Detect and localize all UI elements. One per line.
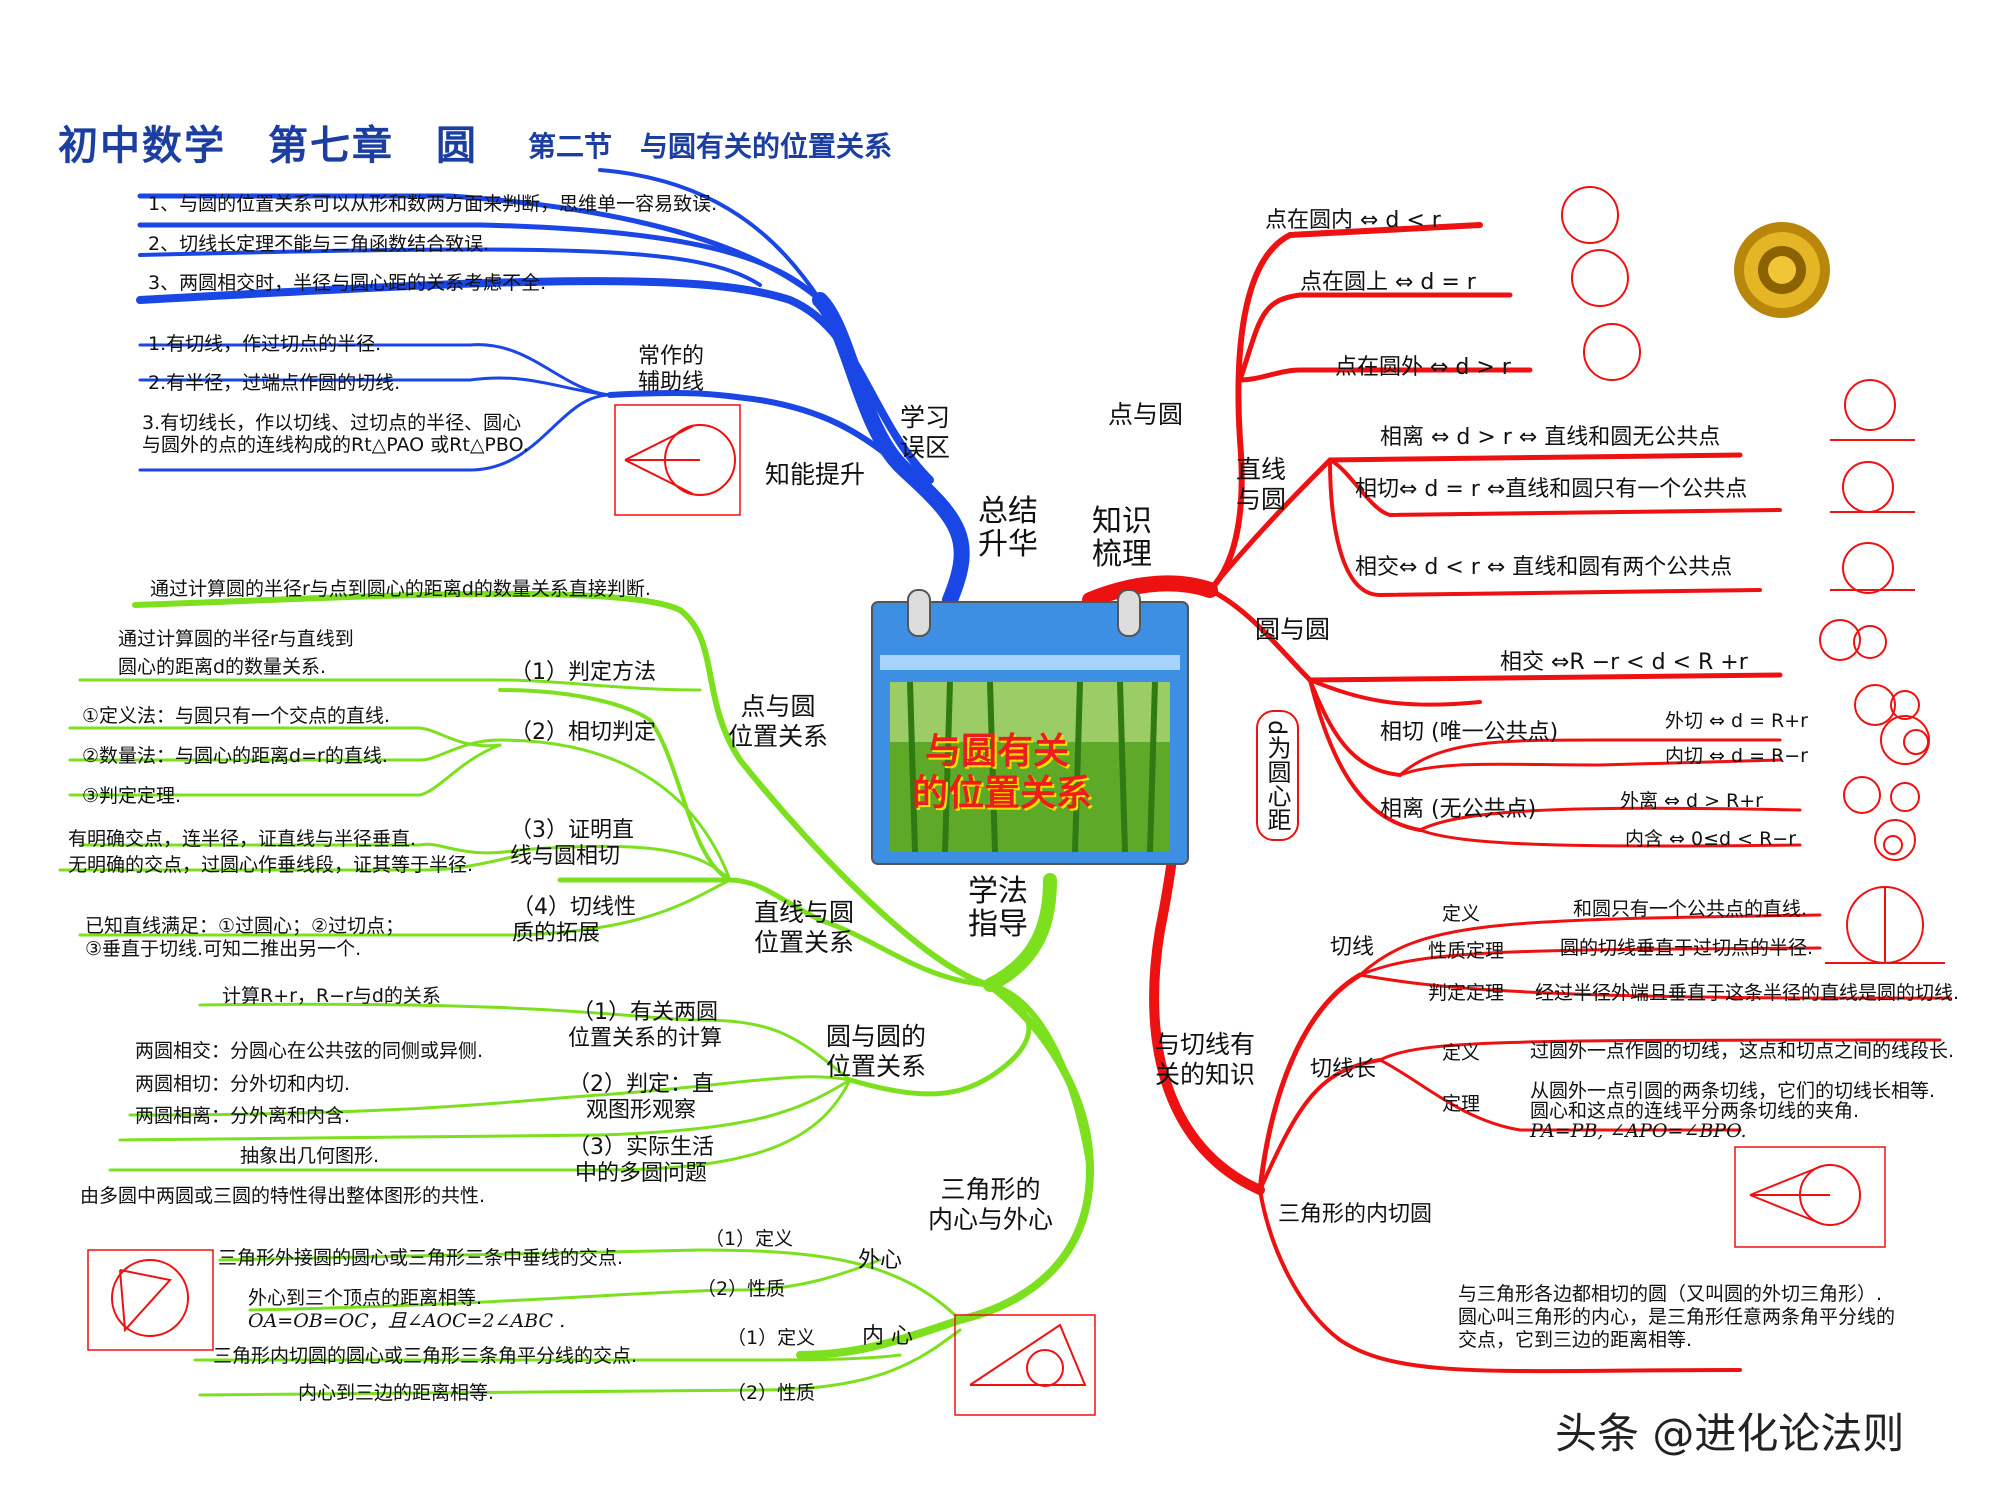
hub-summary: 总结 升华 <box>978 494 1038 562</box>
red-tangent: 切线 <box>1330 935 1375 960</box>
blue-branch <box>136 168 970 608</box>
green-m3-text-1: 有明确交点，连半径，证直线与半径垂直. <box>68 828 417 850</box>
blue-aux-label: 常作的 辅助线 <box>638 344 705 396</box>
green-i1-text: 三角形内切圆的圆心或三角形三条角平分线的交点. <box>213 1345 638 1367</box>
green-m2-text-2: ②数量法：与圆心的距离d=r的直线. <box>82 745 388 767</box>
blue-aux-2: 2.有半径，过端点作圆的切线. <box>148 372 401 394</box>
green-o1-text: 三角形外接圆的圆心或三角形三条中垂线的交点. <box>218 1247 624 1269</box>
green-m4-text-2: ③垂直于切线.可知二推出另一个. <box>85 938 362 960</box>
red-point-1: 点在圆内 ⇔ d < r <box>1265 208 1441 233</box>
red-cc-separate: 相离 (无公共点) <box>1380 797 1537 822</box>
green-o2-text-2: OA=OB=OC，且∠AOC=2∠ABC . <box>248 1310 566 1332</box>
red-cc-internal-tangent: 内切 ⇔ d = R−r <box>1665 745 1808 767</box>
red-tangent-prop-label: 性质定理 <box>1428 940 1505 962</box>
green-inner: 内 心 <box>862 1324 913 1349</box>
green-c2-text-1: 两圆相交：分圆心在公共弦的同侧或异侧. <box>135 1040 484 1062</box>
red-tlen-def-label: 定义 <box>1442 1042 1481 1064</box>
green-m3-text-2: 无明确的交点，过圆心作垂线段，证其等于半径. <box>68 854 474 876</box>
green-branch <box>58 590 1095 1397</box>
green-c1-text: 计算R+r，R−r与d的关系 <box>222 985 441 1007</box>
blue-mistake-1: 1、与圆的位置关系可以从形和数两方面来判断，思维单一容易致误. <box>148 193 718 215</box>
red-point-2: 点在圆上 ⇔ d = r <box>1300 270 1476 295</box>
red-branch <box>1082 222 1952 1374</box>
red-line-3: 相交⇔ d < r ⇔ 直线和圆有两个公共点 <box>1355 555 1733 580</box>
red-tangent-judge: 经过半径外端且垂直于这条半径的直线是圆的切线. <box>1535 982 1960 1004</box>
green-m1-text-1: 通过计算圆的半径r与直线到 <box>118 628 354 650</box>
page-title: 初中数学 第七章 圆 <box>58 123 478 169</box>
green-pc-text: 通过计算圆的半径r与点到圆心的距离d的数量关系直接判断. <box>150 578 651 600</box>
center-calendar <box>871 589 1189 865</box>
geometry-figures <box>87 186 1945 1416</box>
red-tangent-def-label: 定义 <box>1442 903 1481 925</box>
red-point-3: 点在圆外 ⇔ d > r <box>1335 355 1511 380</box>
green-c2: （2）判定：直 观图形观察 <box>568 1072 714 1124</box>
red-line-2: 相切⇔ d = r ⇔直线和圆只有一个公共点 <box>1355 477 1748 502</box>
red-tlen: 切线长 <box>1310 1057 1377 1082</box>
green-m1: （1）判定方法 <box>510 660 656 685</box>
hub-review: 知识 梳理 <box>1092 504 1152 572</box>
red-tangent-label: 与切线有 关的知识 <box>1155 1030 1256 1089</box>
blue-improve-label: 知能提升 <box>765 460 866 489</box>
green-pc-label: 点与圆 位置关系 <box>728 692 829 751</box>
blue-mistakes-label: 学习 误区 <box>900 403 951 462</box>
red-tangent-judge-label: 判定定理 <box>1428 982 1505 1004</box>
red-circle-circle: 圆与圆 <box>1255 615 1331 644</box>
blue-aux-3a: 3.有切线长，作以切线、过切点的半径、圆心 <box>142 412 522 434</box>
red-tangent-def: 和圆只有一个公共点的直线. <box>1573 898 1808 920</box>
green-i2: （2）性质 <box>727 1382 816 1404</box>
red-cc-intersect: 相交 ⇔R −r < d < R +r <box>1500 650 1748 675</box>
red-line-1: 相离 ⇔ d > r ⇔ 直线和圆无公共点 <box>1380 425 1721 450</box>
green-i2-text: 内心到三边的距离相等. <box>298 1382 495 1404</box>
green-m2-text-1: ①定义法：与圆只有一个交点的直线. <box>82 705 391 727</box>
blue-aux-3b: 与圆外的点的连线构成的Rt△PAO 或Rt△PBO. <box>142 434 529 456</box>
red-tlen-def: 过圆外一点作圆的切线，这点和切点之间的线段长. <box>1530 1040 1955 1062</box>
green-cc-label: 圆与圆的 位置关系 <box>826 1022 927 1081</box>
red-line-circle: 直线 与圆 <box>1236 455 1287 514</box>
green-c3: （3）实际生活 中的多圆问题 <box>568 1135 714 1187</box>
red-tlen-extra-2: PA=PB, ∠APO=∠BPO. <box>1530 1120 1747 1142</box>
gold-medallion-icon <box>1734 222 1830 318</box>
green-c2-text-3: 两圆相离：分外离和内含. <box>135 1105 351 1127</box>
red-incircle-3: 交点，它到三边的距离相等. <box>1458 1329 1693 1351</box>
green-m1-text-2: 圆心的距离d的数量关系. <box>118 656 327 678</box>
green-c3-text-1: 抽象出几何图形. <box>240 1145 380 1167</box>
green-m4-text-1: 已知直线满足：①过圆心；②过切点； <box>85 915 405 937</box>
red-incircle-label: 三角形的内切圆 <box>1278 1202 1433 1227</box>
green-o1: （1）定义 <box>705 1228 794 1250</box>
green-c2-text-2: 两圆相切：分外切和内切. <box>135 1073 351 1095</box>
green-lc-label: 直线与圆 位置关系 <box>754 898 855 957</box>
red-cc-contained: 内含 ⇔ 0≤d < R−r <box>1625 828 1797 850</box>
red-cc-tangent: 相切 (唯一公共点) <box>1380 720 1559 745</box>
red-tangent-prop: 圆的切线垂直于过切点的半径. <box>1560 937 1814 959</box>
red-point-circle: 点与圆 <box>1108 400 1184 429</box>
green-c1: （1）有关两圆 位置关系的计算 <box>568 1000 723 1052</box>
red-incircle-1: 与三角形各边都相切的圆（又叫圆的外切三角形）. <box>1458 1283 1883 1305</box>
center-title-line2: 的位置关系 <box>912 773 1093 814</box>
hub-method: 学法 指导 <box>968 874 1028 942</box>
green-m2: （2）相切判定 <box>510 720 656 745</box>
red-incircle-2: 圆心叫三角形的内心，是三角形任意两条角平分线的 <box>1458 1306 1896 1328</box>
green-m3: （3）证明直 线与圆相切 <box>510 818 634 870</box>
blue-mistake-3: 3、两圆相交时，半径与圆心距的关系考虑不全. <box>148 272 547 294</box>
green-m2-text-3: ③判定定理. <box>82 785 182 807</box>
green-m4: （4）切线性 质的拓展 <box>512 895 636 947</box>
page-subtitle: 第二节 与圆有关的位置关系 <box>528 130 893 163</box>
red-cc-external-tangent: 外切 ⇔ d = R+r <box>1665 710 1808 732</box>
green-c3-text-2: 由多圆中两圆或三圆的特性得出整体图形的共性. <box>80 1185 486 1207</box>
red-d-note: d为圆心距 <box>1256 710 1299 842</box>
green-o2: （2）性质 <box>697 1278 786 1300</box>
green-tri-label: 三角形的 内心与外心 <box>928 1175 1054 1234</box>
green-o2-text-1: 外心到三个顶点的距离相等. <box>248 1287 483 1309</box>
blue-mistake-2: 2、切线长定理不能与三角函数结合致误. <box>148 233 490 255</box>
center-title-line1: 与圆有关 <box>925 731 1070 772</box>
green-i1: （1）定义 <box>727 1327 816 1349</box>
blue-aux-1: 1.有切线，作过切点的半径. <box>148 333 382 355</box>
red-tlen-extra-1: 圆心和这点的连线平分两条切线的夹角. <box>1530 1100 1860 1122</box>
watermark: 头条 @进化论法则 <box>1555 1409 1905 1458</box>
red-tlen-thm: 从圆外一点引圆的两条切线，它们的切线长相等. <box>1530 1080 1936 1102</box>
red-tlen-thm-label: 定理 <box>1442 1093 1481 1115</box>
red-cc-external: 外离 ⇔ d > R+r <box>1620 790 1763 812</box>
green-outer: 外心 <box>858 1248 903 1273</box>
